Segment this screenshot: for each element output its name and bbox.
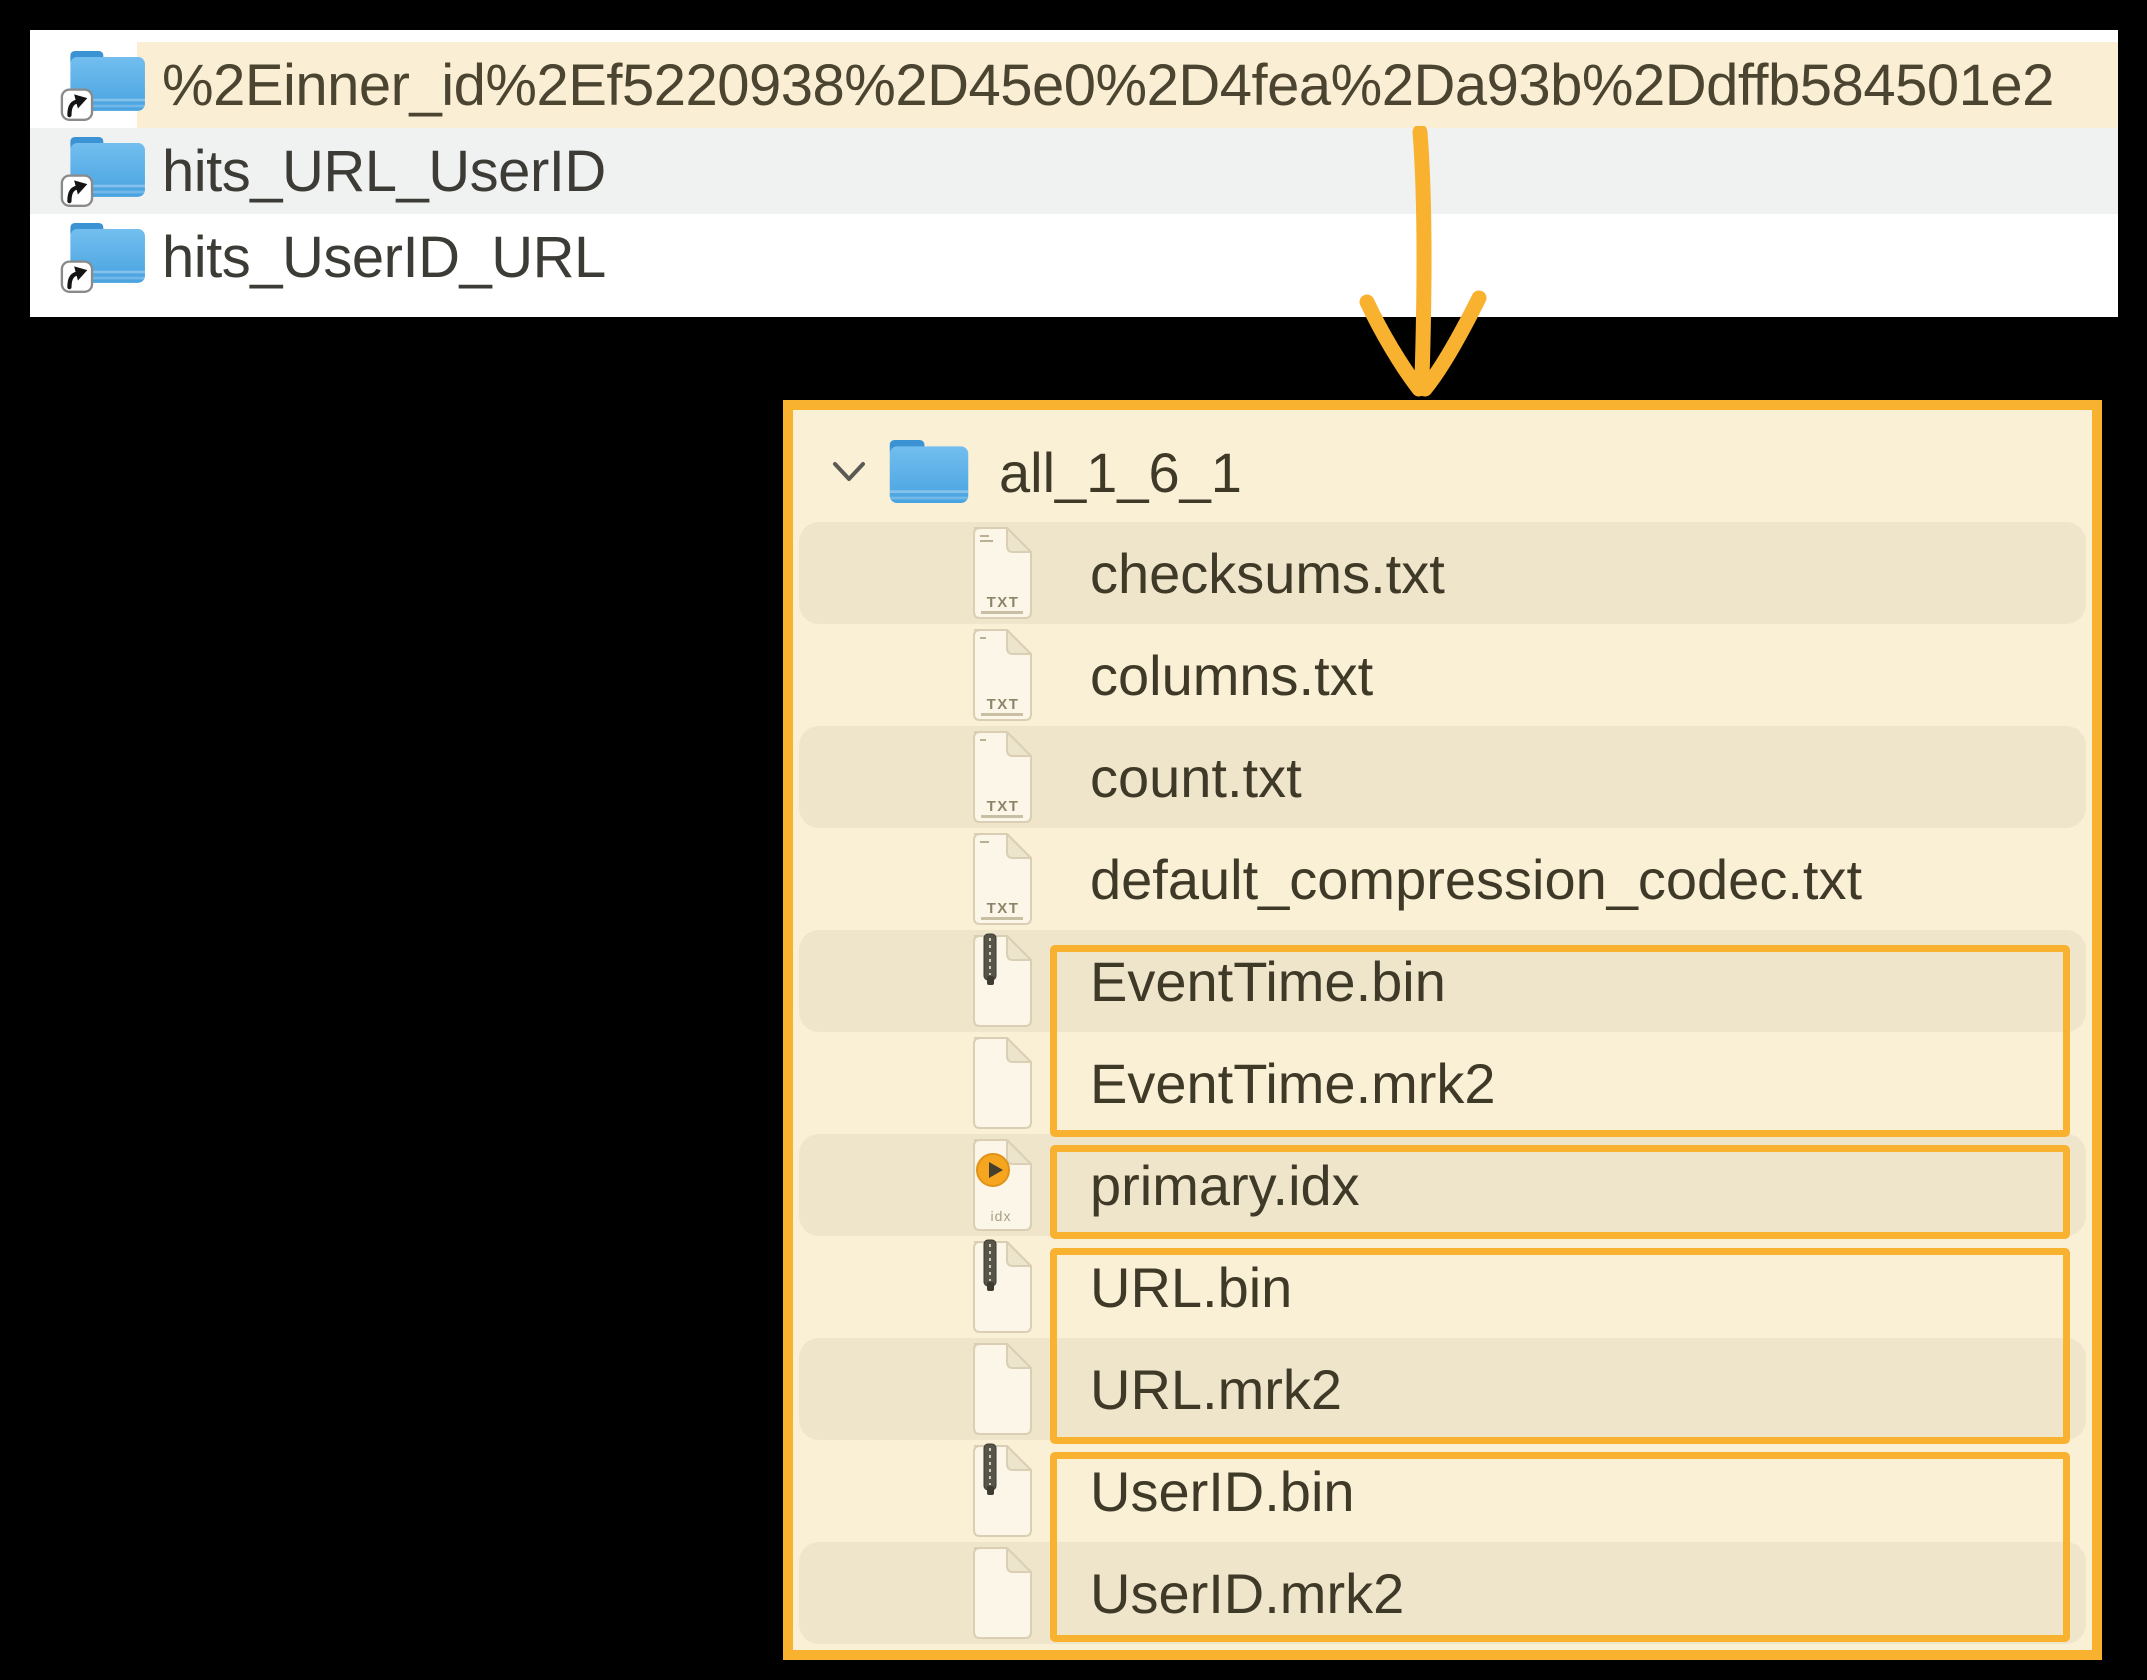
chevron-down-icon[interactable] (831, 459, 867, 485)
tree-row-file[interactable]: URL.mrk2 (793, 1338, 2092, 1440)
tree-row-file[interactable]: URL.bin (793, 1236, 2092, 1338)
file-name: checksums.txt (1090, 541, 1445, 605)
annotation-arrow-down-icon (1359, 126, 1487, 397)
file-name: URL.bin (1090, 1255, 1293, 1319)
svg-text:idx: idx (991, 1208, 1012, 1224)
finder-row-inner-id-folder[interactable]: %2Einner_id%2Ef5220938%2D45e0%2D4fea%2Da… (30, 42, 2118, 128)
txt-file-icon: TXT (962, 627, 1038, 723)
finder-row-hits-url-userid[interactable]: hits_URL_UserID (30, 128, 2118, 214)
tree-row-file[interactable]: idx primary.idx (793, 1134, 2092, 1236)
folder-name: %2Einner_id%2Ef5220938%2D45e0%2D4fea%2Da… (162, 52, 2054, 118)
folder-name: hits_URL_UserID (162, 138, 606, 204)
txt-file-icon: TXT (962, 831, 1038, 927)
tree-row-file[interactable]: EventTime.bin (793, 930, 2092, 1032)
folder-name: hits_UserID_URL (162, 224, 606, 290)
file-name: primary.idx (1090, 1153, 1360, 1217)
tree-file-list: TXT checksums.txt TXT columns.txt (793, 522, 2092, 1644)
file-name: EventTime.mrk2 (1090, 1051, 1496, 1115)
tree-row-file[interactable]: EventTime.mrk2 (793, 1032, 2092, 1134)
file-name: UserID.bin (1090, 1459, 1355, 1523)
svg-text:TXT: TXT (987, 594, 1020, 611)
bin-file-icon (962, 1443, 1038, 1539)
bin-file-icon (962, 1239, 1038, 1335)
part-directory-panel: all_1_6_1 TXT checksums.txt TXT (783, 400, 2102, 1660)
folder-alias-icon (60, 222, 145, 296)
bin-file-icon (962, 933, 1038, 1029)
generic-file-icon (962, 1341, 1038, 1437)
tree-row-file[interactable]: UserID.bin (793, 1440, 2092, 1542)
file-name: count.txt (1090, 745, 1302, 809)
txt-file-icon: TXT (962, 729, 1038, 825)
txt-file-icon: TXT (962, 525, 1038, 621)
root-folder-name: all_1_6_1 (999, 440, 1242, 504)
tree-row-file[interactable]: TXT default_compression_codec.txt (793, 828, 2092, 930)
tree-row-file[interactable]: UserID.mrk2 (793, 1542, 2092, 1644)
finder-list-panel: %2Einner_id%2Ef5220938%2D45e0%2D4fea%2Da… (30, 30, 2118, 317)
idx-file-icon: idx (962, 1137, 1038, 1233)
folder-alias-icon (60, 136, 145, 210)
generic-file-icon (962, 1035, 1038, 1131)
svg-text:TXT: TXT (987, 798, 1020, 815)
file-name: URL.mrk2 (1090, 1357, 1343, 1421)
file-name: UserID.mrk2 (1090, 1561, 1405, 1625)
tree-row-file[interactable]: TXT count.txt (793, 726, 2092, 828)
svg-text:TXT: TXT (987, 696, 1020, 713)
finder-row-hits-userid-url[interactable]: hits_UserID_URL (30, 214, 2118, 300)
tree-row-file[interactable]: TXT columns.txt (793, 624, 2092, 726)
file-name: EventTime.bin (1090, 949, 1446, 1013)
tree-row-file[interactable]: TXT checksums.txt (793, 522, 2092, 624)
svg-text:TXT: TXT (987, 900, 1020, 917)
file-name: columns.txt (1090, 643, 1374, 707)
generic-file-icon (962, 1545, 1038, 1641)
folder-icon (887, 438, 971, 506)
file-name: default_compression_codec.txt (1090, 847, 1862, 911)
folder-alias-icon (60, 50, 145, 124)
tree-row-root-folder[interactable]: all_1_6_1 (793, 422, 2092, 522)
